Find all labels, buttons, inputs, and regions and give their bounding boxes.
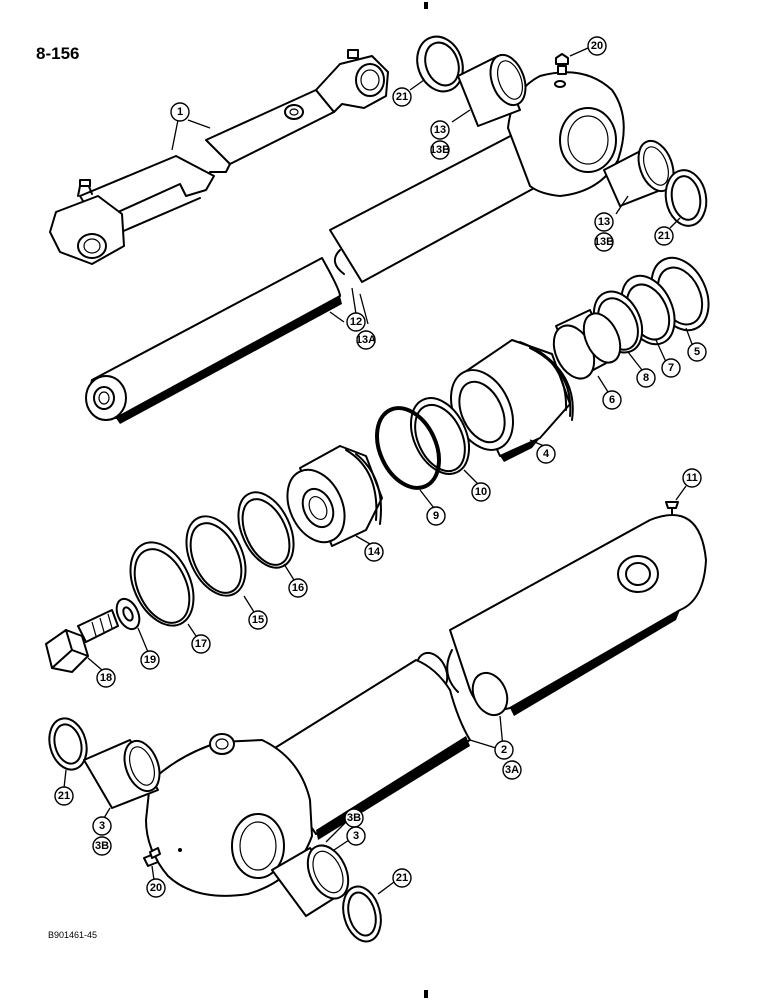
callout-9: 9: [426, 506, 446, 526]
svg-text:3B: 3B: [95, 840, 109, 852]
svg-text:7: 7: [668, 362, 674, 374]
part-plug: [665, 501, 679, 515]
bottom-margin-mark: [424, 990, 428, 998]
callout-3-bottom-right: 3: [346, 826, 366, 846]
part-bushing-bottom-left: [83, 739, 161, 809]
callout-13b-top: 13B: [430, 140, 450, 160]
part-bushing-right: [603, 139, 675, 207]
part-rod-bearing: [552, 309, 622, 380]
svg-text:21: 21: [658, 230, 670, 242]
callout-3a: 3A: [502, 760, 522, 780]
part-cylinder-assembly: [49, 49, 389, 265]
part-bushing-bottom-right: [271, 844, 350, 917]
callout-12: 12: [346, 312, 366, 332]
callout-13-top: 13: [430, 120, 450, 140]
svg-text:21: 21: [58, 790, 70, 802]
callout-5: 5: [687, 342, 707, 362]
part-piston-ring-17: [129, 541, 195, 627]
callout-11: 11: [682, 468, 702, 488]
callout-8: 8: [636, 368, 656, 388]
callout-21-bottom-right: 21: [392, 868, 412, 888]
part-snap-ring-top: [416, 35, 464, 93]
callout-13b-right: 13B: [594, 232, 614, 252]
callout-21-bottom-left: 21: [54, 786, 74, 806]
callout-15: 15: [248, 610, 268, 630]
part-piston-ring-16: [237, 491, 295, 569]
callout-4: 4: [536, 444, 556, 464]
svg-text:1: 1: [177, 106, 183, 118]
part-cylinder-barrel: [145, 514, 707, 897]
callout-3b-bottom-right: 3B: [344, 808, 364, 828]
part-snap-ring-bottom-right: [342, 885, 382, 943]
part-piston-ring-15: [185, 515, 247, 597]
svg-text:17: 17: [195, 638, 207, 650]
callout-19: 19: [140, 650, 160, 670]
part-piston: [286, 445, 383, 547]
svg-text:2: 2: [501, 744, 507, 756]
callout-3-bottom-left: 3: [92, 816, 112, 836]
callout-16: 16: [288, 578, 308, 598]
callout-20-bottom: 20: [146, 878, 166, 898]
callout-20-top: 20: [587, 36, 607, 56]
svg-text:21: 21: [396, 91, 408, 103]
svg-text:6: 6: [609, 394, 615, 406]
svg-text:18: 18: [100, 672, 112, 684]
part-o-ring: [375, 406, 441, 490]
svg-text:5: 5: [694, 346, 700, 358]
svg-text:11: 11: [686, 472, 698, 484]
svg-text:8: 8: [643, 372, 649, 384]
svg-text:16: 16: [292, 582, 304, 594]
svg-text:3A: 3A: [505, 764, 519, 776]
callout-14: 14: [364, 542, 384, 562]
callout-7: 7: [661, 358, 681, 378]
svg-text:13B: 13B: [594, 236, 614, 248]
callout-10: 10: [471, 482, 491, 502]
svg-text:3B: 3B: [347, 812, 361, 824]
svg-text:19: 19: [144, 654, 156, 666]
part-gland-backup-ring: [409, 397, 471, 475]
svg-text:20: 20: [150, 882, 162, 894]
callout-6: 6: [602, 390, 622, 410]
page-number: 8-156: [36, 44, 80, 63]
svg-text:14: 14: [368, 546, 381, 558]
svg-text:15: 15: [252, 614, 264, 626]
svg-text:10: 10: [475, 486, 487, 498]
callout-13-right: 13: [594, 212, 614, 232]
callout-2: 2: [494, 740, 514, 760]
callout-13a: 13A: [356, 330, 376, 350]
part-snap-ring-bottom-left: [48, 717, 88, 771]
svg-text:13: 13: [434, 124, 446, 136]
part-piston-rod: [85, 71, 625, 424]
svg-text:13B: 13B: [430, 144, 450, 156]
part-snap-ring-right: [664, 169, 708, 227]
svg-text:20: 20: [591, 40, 603, 52]
callout-1: 1: [170, 102, 190, 122]
top-margin-mark: [424, 2, 428, 9]
part-bushing-top: [457, 53, 527, 127]
svg-text:4: 4: [543, 448, 550, 460]
svg-text:12: 12: [350, 316, 362, 328]
svg-text:3: 3: [353, 830, 359, 842]
svg-text:13: 13: [598, 216, 610, 228]
callout-17: 17: [191, 634, 211, 654]
svg-text:3: 3: [99, 820, 105, 832]
callout-21-top: 21: [392, 87, 412, 107]
part-washer: [115, 597, 141, 631]
callout-3b-bottom-left: 3B: [92, 836, 112, 856]
callout-21-right: 21: [654, 226, 674, 246]
svg-text:9: 9: [433, 510, 439, 522]
part-grease-fitting-top: [555, 53, 569, 75]
figure-code: B901461-45: [48, 930, 98, 940]
part-cap-screw: [45, 609, 119, 673]
svg-text:21: 21: [396, 872, 408, 884]
part-grease-fitting-bottom: [143, 847, 161, 867]
callout-18: 18: [96, 668, 116, 688]
svg-text:13A: 13A: [356, 334, 376, 346]
